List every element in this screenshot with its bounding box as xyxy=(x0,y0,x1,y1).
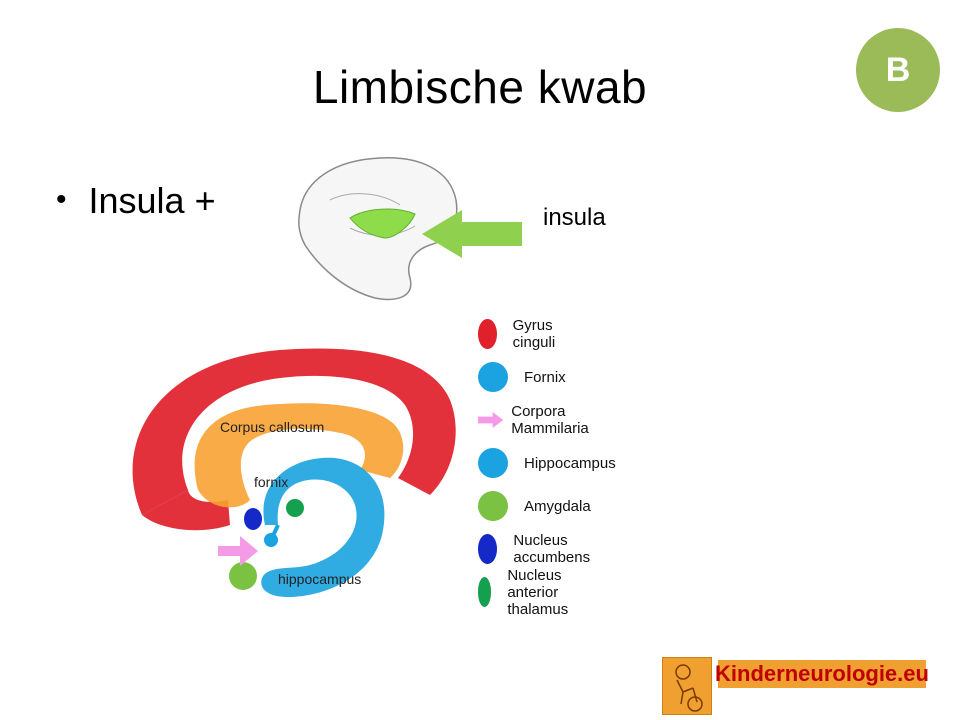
legend-item: Nucleus accumbens xyxy=(478,531,601,567)
bullet-text: Insula + xyxy=(88,180,216,221)
insula-region xyxy=(349,208,416,239)
anterior-thalamus-shape xyxy=(286,499,304,517)
legend-dot-icon xyxy=(478,319,497,349)
legend-label: Fornix xyxy=(524,368,566,386)
legend-dot-icon xyxy=(478,577,492,607)
legend-dot-icon xyxy=(478,362,508,392)
legend-item: Hippocampus xyxy=(478,445,616,481)
fornix-label: fornix xyxy=(254,474,288,490)
legend-dot-icon xyxy=(478,448,508,478)
bullet-item: • Insula + xyxy=(56,180,216,222)
logo-text: Kinderneurologie.eu xyxy=(715,660,929,688)
legend-item: Corpora Mammilaria xyxy=(478,402,602,438)
logo-icon xyxy=(662,657,712,715)
legend-dot-icon xyxy=(478,491,508,521)
bullet-dot-icon: • xyxy=(56,183,67,216)
legend-label: Corpora Mammilaria xyxy=(511,403,589,437)
corpus-callosum-label: Corpus callosum xyxy=(220,419,324,435)
brain-sketch xyxy=(298,157,458,301)
corpus-callosum-shape xyxy=(194,403,404,508)
amygdala-shape xyxy=(229,562,257,590)
section-badge: B xyxy=(856,28,940,112)
hippocampus-shape xyxy=(261,457,385,598)
legend-item: Nucleus anterior thalamus xyxy=(478,567,585,618)
insula-label: insula xyxy=(543,204,606,231)
legend-label: Nucleus accumbens xyxy=(513,532,591,566)
legend-label: Amygdala xyxy=(524,497,591,515)
legend-item: Fornix xyxy=(478,359,566,395)
limbic-system-drawing xyxy=(132,348,456,598)
corpora-mammilaria-arrow-icon xyxy=(218,536,258,566)
legend-item: Gyrus cinguli xyxy=(478,316,567,352)
legend-item: Amygdala xyxy=(478,488,591,524)
slide-title: Limbische kwab xyxy=(312,61,648,113)
gyrus-cinguli-shape xyxy=(132,348,456,515)
hippocampus-label: hippocampus xyxy=(278,571,361,587)
mammillary-body-shape xyxy=(264,533,278,547)
insula-arrow-icon xyxy=(422,210,522,258)
legend-label: Hippocampus xyxy=(524,454,616,472)
nucleus-accumbens-shape xyxy=(244,508,262,530)
legend-arrow-icon xyxy=(478,412,504,428)
legend-label: Nucleus anterior thalamus xyxy=(507,566,569,618)
legend-label: Gyrus cinguli xyxy=(512,317,556,351)
legend-dot-icon xyxy=(478,534,498,564)
